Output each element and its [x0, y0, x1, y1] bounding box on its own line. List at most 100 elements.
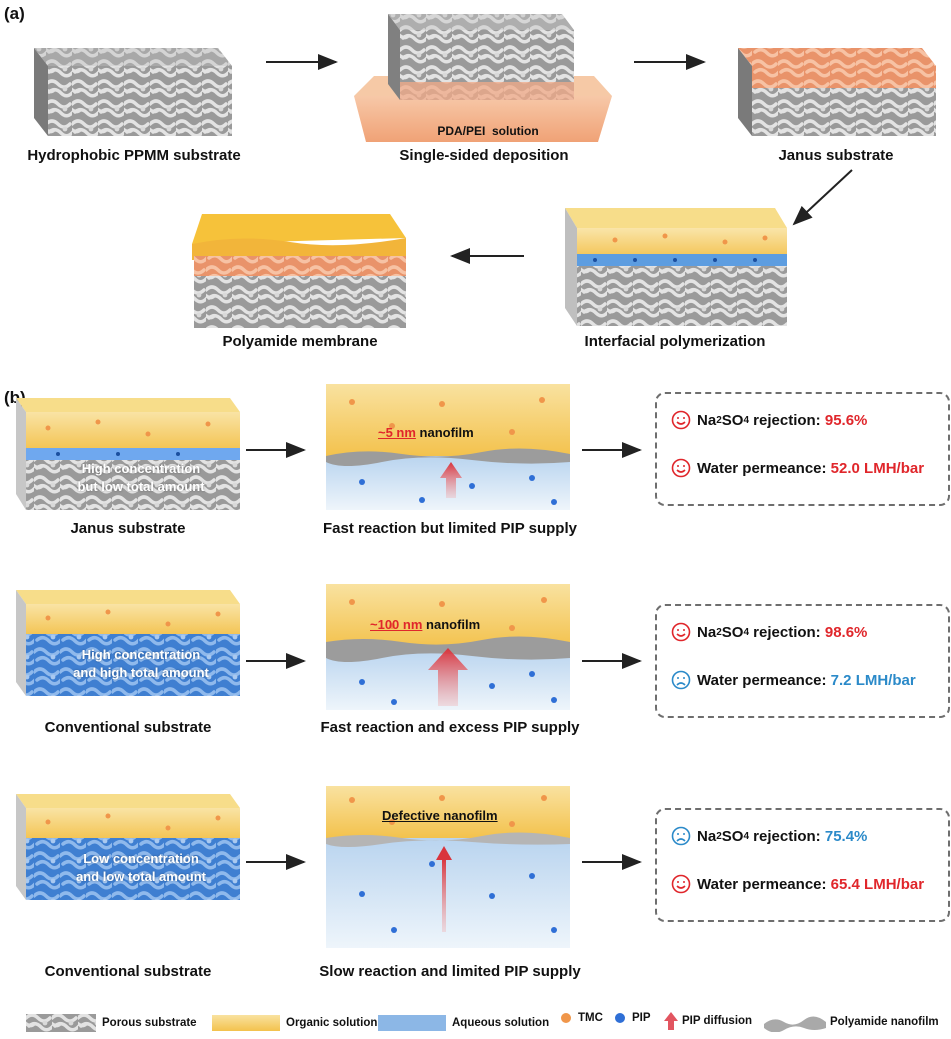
permeance-text: Water permeance:	[697, 459, 831, 477]
janus-substrate-cross-section	[16, 398, 240, 510]
conventional-substrate-cross-section	[16, 794, 240, 900]
flow-arrow	[246, 854, 306, 870]
flow-arrow	[582, 854, 642, 870]
permeance-text: Water permeance:	[697, 875, 831, 893]
substrate-label: Janus substrate	[70, 520, 186, 537]
flow-arrow	[246, 653, 306, 669]
aqueous-solution-swatch-icon	[378, 1015, 446, 1031]
rejection-sub-2: 2	[716, 626, 722, 638]
rejection-text: rejection:	[749, 623, 825, 641]
sad-face-icon	[671, 826, 691, 846]
substrate-note-line-2: and low total amount	[76, 869, 206, 884]
rejection-na: Na	[697, 411, 717, 429]
substrate-label: Conventional substrate	[44, 719, 212, 736]
legend-pip-diffusion-label: PIP diffusion	[682, 1015, 753, 1027]
flow-arrow	[582, 442, 642, 458]
reaction-label: Slow reaction and limited PIP supply	[319, 963, 581, 980]
nanofilm-suffix: nanofilm	[422, 617, 481, 632]
pip-dot-icon	[615, 1013, 625, 1023]
interfacial-polymerization-block	[565, 208, 787, 326]
permeance-value: 52.0 LMH/bar	[830, 459, 925, 477]
substrate-note-line-2: but low total amount	[77, 479, 205, 494]
nanofilm-thickness: ~5 nm	[378, 425, 416, 440]
permeance-text: Water permeance:	[697, 671, 831, 689]
substrate-note-line-1: Low concentration	[83, 851, 199, 866]
nanofilm-label: ~100 nm nanofilm	[370, 617, 480, 632]
happy-face-icon	[671, 874, 691, 894]
step-label-deposition: Single-sided deposition	[399, 147, 569, 164]
rejection-text: rejection:	[749, 411, 825, 429]
happy-face-icon	[671, 622, 691, 642]
legend-pip: PIP	[614, 1012, 651, 1024]
rejection-value: 98.6%	[824, 623, 868, 641]
rejection-na: Na	[697, 623, 717, 641]
step-label-interfacial: Interfacial polymerization	[584, 333, 766, 350]
legend-polyamide-nanofilm: Polyamide nanofilm	[764, 1012, 939, 1032]
nanofilm-label: Defective nanofilm	[382, 808, 498, 823]
conventional-substrate-cross-section	[16, 590, 240, 696]
nanofilm-suffix: nanofilm	[415, 425, 474, 440]
legend-organic-label: Organic solution	[286, 1017, 378, 1029]
flow-arrow	[246, 442, 306, 458]
rejection-so: SO	[721, 411, 744, 429]
reaction-label: Fast reaction and excess PIP supply	[320, 719, 580, 736]
deposition-block	[354, 14, 612, 142]
legend-tmc-label: TMC	[578, 1012, 603, 1024]
rejection-sub-4: 4	[743, 414, 749, 426]
step-label-hydrophobic: Hydrophobic PPMM substrate	[27, 147, 241, 164]
rejection-sub-2: 2	[716, 414, 722, 426]
permeance-row: Water permeance: 65.4 LMH/bar	[671, 874, 924, 894]
legend-organic-solution: Organic solution	[212, 1012, 377, 1034]
legend-polyamide-label: Polyamide nanofilm	[830, 1016, 939, 1028]
rejection-value: 75.4%	[824, 827, 868, 845]
pda-pei-solution-label: PDA/PEI solution	[437, 124, 539, 138]
rejection-text: rejection:	[749, 827, 825, 845]
permeance-row: Water permeance: 7.2 LMH/bar	[671, 670, 916, 690]
janus-substrate-block	[738, 48, 936, 136]
tmc-dot-icon	[561, 1013, 571, 1023]
permeance-value: 7.2 LMH/bar	[830, 671, 916, 689]
flow-arrow	[266, 54, 338, 70]
step-label-janus: Janus substrate	[778, 147, 894, 164]
legend-porous-substrate: Porous substrate	[26, 1012, 197, 1034]
flow-arrow	[634, 54, 706, 70]
substrate-note-line-1: High concentration	[81, 461, 201, 476]
rejection-na: Na	[697, 827, 717, 845]
polyamide-membrane-block	[192, 214, 406, 328]
porous-substrate-swatch-icon	[26, 1014, 96, 1032]
rejection-value: 95.6%	[824, 411, 868, 429]
organic-solution-swatch-icon	[212, 1015, 280, 1031]
happy-face-icon	[671, 410, 691, 430]
legend-aqueous-solution: Aqueous solution	[378, 1012, 549, 1034]
flow-arrow	[582, 653, 642, 669]
rejection-sub-4: 4	[743, 830, 749, 842]
reaction-zone-diagram	[326, 384, 570, 510]
legend-pip-diffusion: PIP diffusion	[664, 1012, 752, 1030]
polyamide-nanofilm-swatch-icon	[764, 1016, 826, 1032]
substrate-note-line-1: High concentration	[81, 647, 201, 662]
nanofilm-thickness: ~100 nm	[370, 617, 423, 632]
substrate-note-line-2: and high total amount	[73, 665, 209, 680]
reaction-zone-diagram	[326, 584, 570, 710]
step-label-polyamide: Polyamide membrane	[222, 333, 378, 350]
reaction-label: Fast reaction but limited PIP supply	[323, 520, 577, 537]
legend-porous-label: Porous substrate	[102, 1017, 197, 1029]
flow-arrow	[792, 169, 853, 226]
rejection-so: SO	[721, 623, 744, 641]
flow-arrow	[450, 248, 524, 264]
rejection-sub-4: 4	[743, 626, 749, 638]
panel-a-tag: (a)	[4, 4, 25, 23]
hydrophobic-substrate-block	[34, 48, 232, 136]
rejection-so: SO	[721, 827, 744, 845]
permeance-value: 65.4 LMH/bar	[830, 875, 925, 893]
permeance-row: Water permeance: 52.0 LMH/bar	[671, 458, 924, 478]
nanofilm-label: ~5 nm nanofilm	[378, 425, 474, 440]
sad-face-icon	[671, 670, 691, 690]
legend-pip-label: PIP	[632, 1012, 651, 1024]
